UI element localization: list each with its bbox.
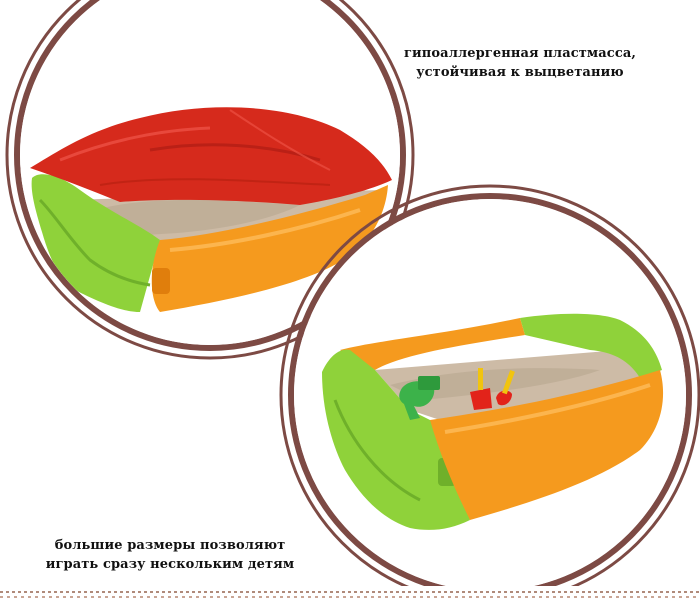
caption-size-line2: играть сразу нескольким детям — [45, 557, 295, 572]
caption-material: гипоаллергенная пластмасса, устойчивая к… — [395, 44, 645, 82]
caption-material-line2: устойчивая к выцветанию — [416, 65, 624, 80]
red-rake-icon — [496, 390, 512, 406]
covered-sandbox-frame — [5, 0, 415, 360]
covered-sandbox — [30, 107, 392, 312]
red-shovel-icon — [470, 388, 492, 410]
caption-size: большие размеры позволяют играть сразу н… — [40, 536, 300, 574]
caption-material-line1: гипоаллергенная пластмасса, — [403, 46, 636, 61]
open-sandbox — [322, 313, 664, 530]
caption-size-line1: большие размеры позволяют — [54, 538, 286, 553]
open-sandbox-frame — [279, 184, 700, 604]
green-toy-icon — [399, 381, 435, 420]
ground-strip — [0, 586, 700, 600]
